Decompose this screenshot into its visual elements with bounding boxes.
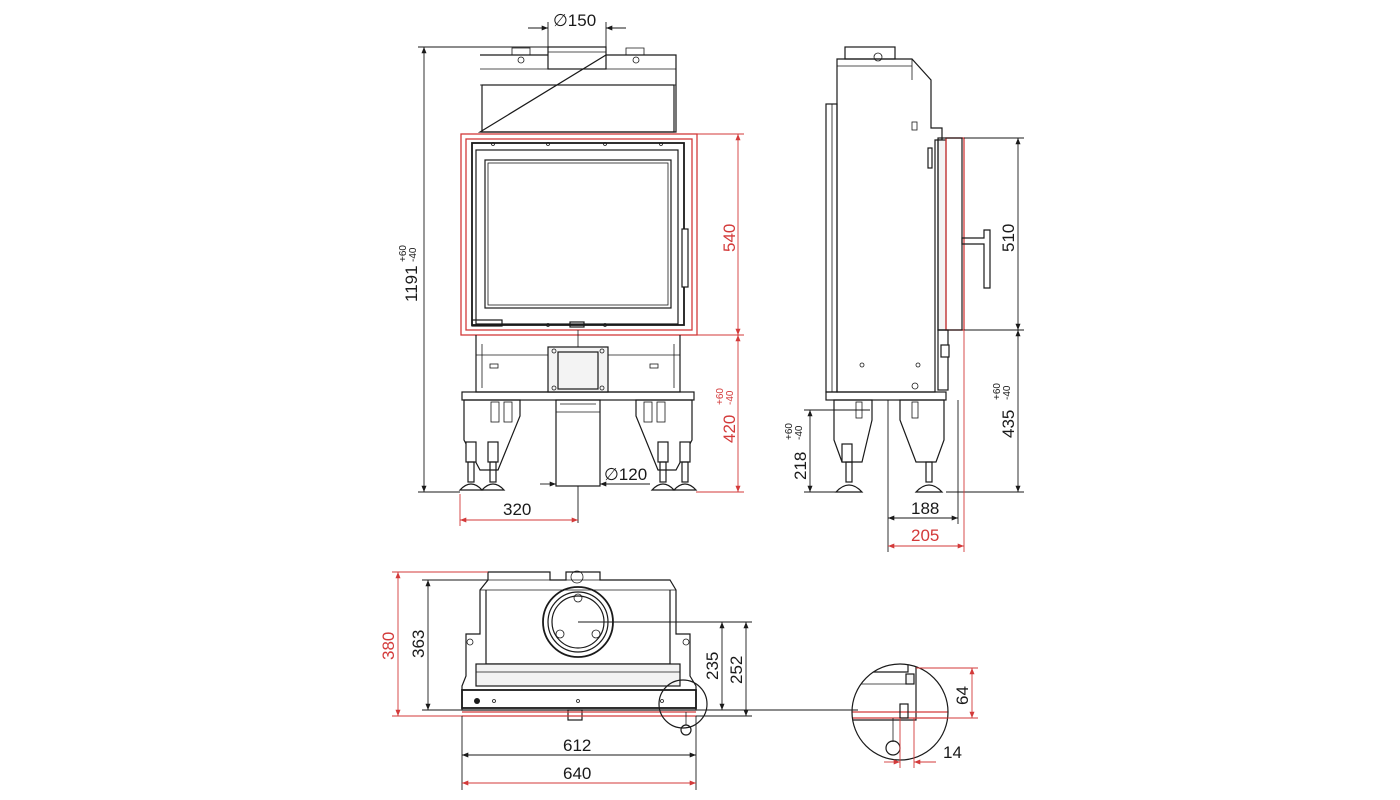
dim-flue-offset-1: 235 bbox=[703, 652, 722, 680]
base-strip bbox=[461, 391, 695, 401]
side-body bbox=[836, 58, 943, 393]
side-view: 510 435 +60 -40 218 +60 -40 188 205 bbox=[784, 46, 1024, 552]
top-plate bbox=[477, 54, 677, 133]
air-inlet-pipe bbox=[555, 399, 601, 487]
left-leg bbox=[463, 399, 521, 471]
dim-total-height: 1191 bbox=[402, 265, 421, 302]
dim-glass-height: 510 bbox=[999, 224, 1018, 252]
dim-leg-tol-plus: +60 bbox=[784, 423, 795, 440]
air-inlet-box bbox=[547, 346, 609, 393]
top-front-bar bbox=[461, 689, 697, 709]
front-view: ∅150 1191 +60 -40 540 420 +60 -40 ∅120 3… bbox=[398, 11, 744, 526]
door-handle bbox=[681, 228, 689, 288]
dim-side-bottom-height: 435 bbox=[999, 410, 1018, 438]
dim-bottom-tol-plus: +60 bbox=[715, 388, 726, 405]
dim-detail-width: 14 bbox=[943, 743, 962, 762]
dim-detail-height: 64 bbox=[953, 686, 972, 705]
dim-top-width-outer: 640 bbox=[563, 764, 591, 783]
dim-flue-diameter: ∅150 bbox=[553, 11, 596, 30]
side-flue-collar bbox=[844, 46, 896, 60]
detail-callout-circle bbox=[658, 679, 708, 729]
side-leg-front bbox=[899, 399, 945, 463]
dim-leg-tol-minus: -40 bbox=[794, 425, 805, 440]
flue-collar bbox=[547, 46, 607, 70]
dim-side-bottom-tol-plus: +60 bbox=[992, 383, 1003, 400]
dim-bottom-tol-minus: -40 bbox=[725, 390, 736, 405]
top-body bbox=[461, 571, 697, 711]
door bbox=[471, 142, 685, 326]
dim-side-depth-outer: 205 bbox=[911, 526, 939, 545]
dim-top-depth-outer: 380 bbox=[379, 632, 398, 660]
dim-side-depth-inner: 188 bbox=[911, 499, 939, 518]
glass-pane bbox=[484, 159, 672, 309]
dim-top-width-inner: 612 bbox=[563, 736, 591, 755]
dim-side-bottom-tol-minus: -40 bbox=[1002, 385, 1013, 400]
dim-offset: 320 bbox=[503, 500, 531, 519]
dim-total-height-tol-minus: -40 bbox=[408, 247, 419, 262]
door-outer-frame bbox=[460, 133, 698, 336]
dim-top-depth-inner: 363 bbox=[409, 630, 428, 658]
side-door-red bbox=[945, 137, 965, 331]
side-handle bbox=[961, 229, 991, 289]
dim-leg-height: 218 bbox=[791, 452, 810, 480]
door-frame-inset bbox=[465, 138, 693, 331]
dim-door-height: 540 bbox=[720, 224, 739, 252]
detail-view: 64 14 bbox=[851, 663, 978, 768]
side-leg-back bbox=[833, 399, 873, 463]
dim-flue-offset-2: 252 bbox=[727, 656, 746, 684]
dim-bottom-height: 420 bbox=[720, 415, 739, 443]
right-leg bbox=[635, 399, 693, 471]
dim-total-height-tol-plus: +60 bbox=[398, 245, 409, 262]
dim-inlet-diameter: ∅120 bbox=[604, 465, 647, 484]
top-view: 380 363 235 252 612 640 bbox=[379, 570, 858, 790]
convection-chamber bbox=[481, 84, 675, 133]
